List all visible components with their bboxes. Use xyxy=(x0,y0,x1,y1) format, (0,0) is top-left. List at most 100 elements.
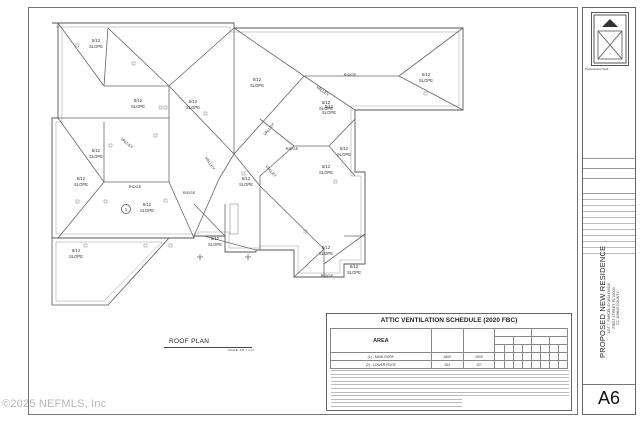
hip-line xyxy=(203,235,257,251)
svg-text:5/12: 5/12 xyxy=(322,245,331,250)
svg-text:5/12: 5/12 xyxy=(72,248,81,253)
schedule-title: ATTIC VENTILATION SCHEDULE (2020 FBC) xyxy=(380,317,518,324)
schedule-area-sqft: 1800 xyxy=(430,352,464,361)
svg-text:SLOPE: SLOPE xyxy=(69,254,83,259)
hip-line xyxy=(259,118,295,147)
valley-line xyxy=(233,153,261,187)
professional-seal-icon xyxy=(591,12,629,66)
lower-roof-wing xyxy=(51,237,170,306)
hip-line xyxy=(57,117,105,183)
valley-label: VALLEY xyxy=(204,156,217,171)
revision-table xyxy=(583,188,635,254)
svg-text:5/12: 5/12 xyxy=(422,72,431,77)
hip-line xyxy=(398,27,464,77)
valley-line xyxy=(303,75,356,111)
svg-text:SLOPE: SLOPE xyxy=(208,242,222,247)
svg-text:SLOPE: SLOPE xyxy=(319,251,333,256)
project-info: PROPOSED NEW RESIDENCE LOT 7, PARCEL ID … xyxy=(589,246,629,358)
hip-line xyxy=(103,27,109,87)
schedule-notes xyxy=(331,370,569,410)
svg-text:SLOPE: SLOPE xyxy=(322,110,336,115)
sheet-number: A6 xyxy=(597,388,621,408)
svg-text:SLOPE: SLOPE xyxy=(186,105,200,110)
hip-line xyxy=(398,75,464,111)
svg-text:SLOPE: SLOPE xyxy=(250,83,264,88)
ridge-label: RIDGE xyxy=(183,190,196,195)
hip-line xyxy=(233,27,305,77)
valley-label: VALLEY xyxy=(120,136,135,150)
detail-callout xyxy=(121,204,131,214)
drawing-frame xyxy=(28,7,578,415)
svg-text:SLOPE: SLOPE xyxy=(74,182,88,187)
hip-line xyxy=(259,145,295,177)
svg-text:SLOPE: SLOPE xyxy=(239,182,253,187)
roof-fascia-outline xyxy=(55,26,460,274)
svg-text:SLOPE: SLOPE xyxy=(319,106,333,111)
table-row: (1) - MAIN ROOF 1800 2000 xyxy=(330,352,569,361)
table-row: (2) - LOWER ROOF 264 127 xyxy=(330,360,569,369)
ridge-label: RIDGE xyxy=(321,273,334,278)
valley-line xyxy=(233,75,305,155)
seal-caption: Professional Seal xyxy=(585,67,609,71)
schedule-area-sqft: 264 xyxy=(430,360,464,369)
valley-label: VALLEY xyxy=(264,164,278,179)
hip-line xyxy=(259,185,325,250)
valley-label: VALLEY xyxy=(262,121,276,136)
ridge-label: RIDGE xyxy=(129,184,142,189)
valley-label: VALLEY xyxy=(315,84,330,97)
svg-text:SLOPE: SLOPE xyxy=(89,154,103,159)
svg-text:5/12: 5/12 xyxy=(92,148,101,153)
svg-text:SLOPE: SLOPE xyxy=(140,208,154,213)
title-underline xyxy=(164,347,252,348)
svg-text:SLOPE: SLOPE xyxy=(319,170,333,175)
attic-ventilation-schedule: ATTIC VENTILATION SCHEDULE (2020 FBC) AR… xyxy=(326,313,572,411)
valley-line xyxy=(218,153,235,180)
hip-line xyxy=(57,181,105,239)
svg-text:5/12: 5/12 xyxy=(211,236,220,241)
hip-line xyxy=(107,27,170,87)
roof-outline xyxy=(51,22,464,278)
hip-line xyxy=(328,118,356,147)
valley-line xyxy=(168,85,235,155)
svg-text:5/12: 5/12 xyxy=(242,176,251,181)
svg-text:5/12: 5/12 xyxy=(340,146,349,151)
hip-line xyxy=(57,22,105,87)
svg-text:5/12: 5/12 xyxy=(189,99,198,104)
hip-line xyxy=(328,145,356,177)
lower-roof-wing-fascia xyxy=(55,241,163,302)
roof-feature xyxy=(229,203,239,235)
roof-plan-title: ROOF PLAN xyxy=(169,338,210,345)
ridge-label: RIDGE xyxy=(286,146,299,151)
project-county: ST. JOHNS COUNTY xyxy=(615,291,620,325)
hip-line xyxy=(168,27,235,87)
project-title: PROPOSED NEW RESIDENCE xyxy=(597,245,607,358)
svg-text:5/12: 5/12 xyxy=(322,100,331,105)
svg-text:5/12: 5/12 xyxy=(134,98,143,103)
schedule-area-required: 127 xyxy=(462,360,496,369)
schedule-area-header: AREA xyxy=(330,328,432,353)
svg-text:5/12: 5/12 xyxy=(77,176,86,181)
schedule-area-name: (2) - LOWER ROOF xyxy=(330,360,432,369)
svg-text:SLOPE: SLOPE xyxy=(337,152,351,157)
svg-text:SLOPE: SLOPE xyxy=(347,270,361,275)
svg-text:5/12: 5/12 xyxy=(322,164,331,169)
title-block: Professional Seal PROPOSED NEW RESIDENCE… xyxy=(582,7,636,415)
svg-text:SLOPE: SLOPE xyxy=(89,44,103,49)
svg-text:SLOPE: SLOPE xyxy=(131,104,145,109)
